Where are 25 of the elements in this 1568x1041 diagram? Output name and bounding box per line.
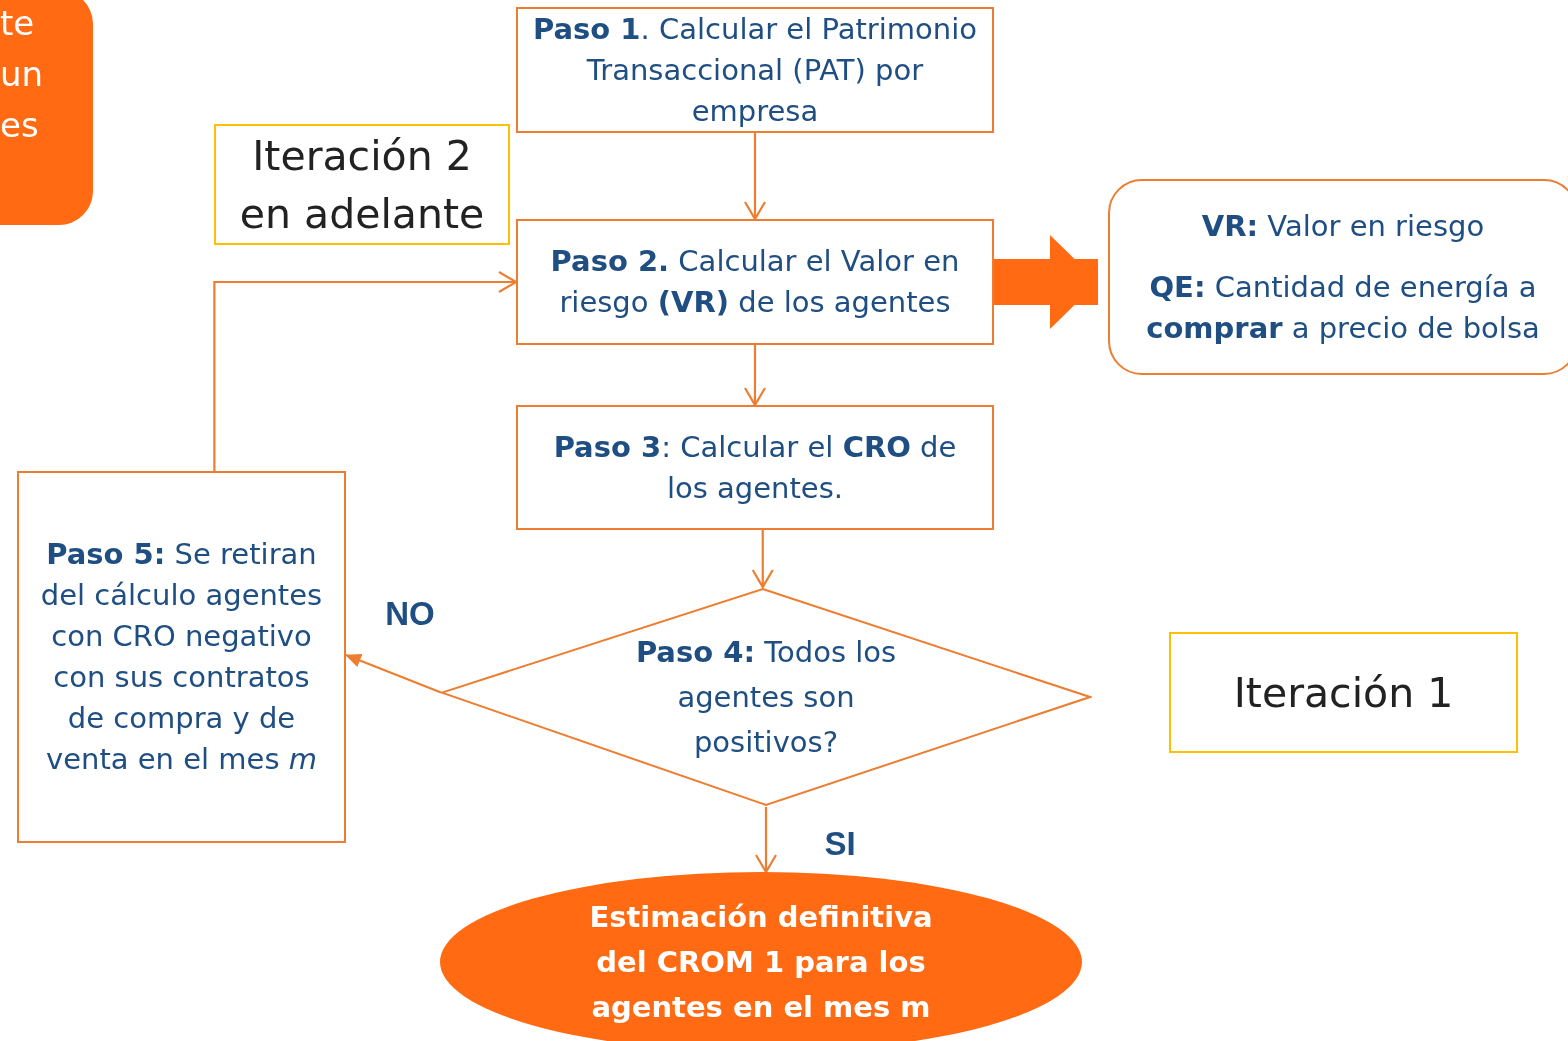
- node-text: QE: Cantidad de energía a comprar a precio de bolsa: [1145, 268, 1541, 347]
- node-text: Paso 2. Calcular el Valor en riesgo (VR) de los agentes: [549, 243, 961, 321]
- note-box: [1108, 179, 1568, 375]
- node-text: Iteración 2 en adelante: [238, 130, 486, 240]
- process-box: [17, 471, 346, 843]
- node-text: VR: Valor en riesgo: [1200, 207, 1486, 245]
- arrow: [345, 653, 442, 694]
- block-arrow: [994, 235, 1098, 329]
- node-text: Paso 4: Todos los agentes son positivos?: [634, 633, 898, 761]
- node-text: te un es: [0, 2, 44, 147]
- arrow: [743, 133, 767, 221]
- label-box: [1169, 632, 1518, 753]
- node-text: Estimación definitiva del CROM 1 para los agentes en el mes m: [588, 898, 934, 1026]
- node-text: Paso 3: Calcular el CRO de los agentes.: [552, 428, 958, 507]
- process-box: [516, 405, 994, 530]
- node-text: Paso 1. Calcular el Patrimonio Transaccional (PAT) por empresa: [532, 10, 978, 130]
- decision-diamond: [440, 587, 1092, 807]
- node-text: Paso 5: Se retiran del cálculo agentes con CRO negativo con sus contratos de compra y de venta en el mes m: [39, 536, 324, 778]
- arrow: [213, 270, 518, 471]
- arrow: [751, 530, 774, 589]
- process-box: [516, 219, 994, 345]
- arrow: [743, 345, 767, 407]
- arrow: [754, 807, 778, 874]
- node-text: Iteración 1: [1232, 667, 1455, 719]
- label-box: [214, 124, 510, 245]
